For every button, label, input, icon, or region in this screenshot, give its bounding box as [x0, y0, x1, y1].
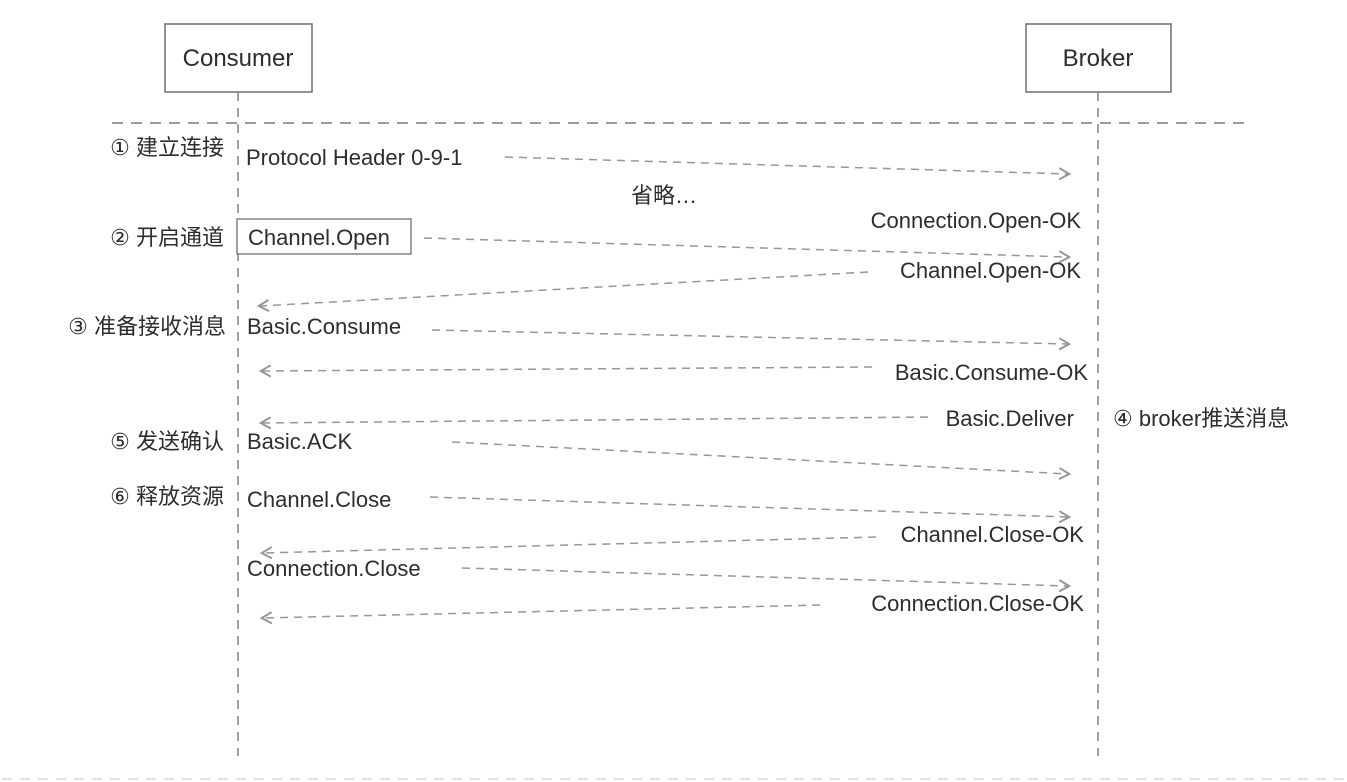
msg-channel-open-arrow [423, 237, 1072, 264]
msg-basic-ack-label: Basic.ACK [247, 429, 352, 454]
consumer-box [164, 23, 313, 93]
msg-channel-open-label: Channel.Open [248, 225, 390, 250]
msg-protocol-header-label: Protocol Header 0-9-1 [246, 145, 462, 170]
consumer-label: Consumer [183, 45, 294, 72]
msg-basic-consume-ok-label: Basic.Consume-OK [895, 360, 1089, 385]
msg-basic-deliver-arrow [258, 416, 929, 430]
msg-basic-consume-arrow [431, 329, 1072, 351]
step-2-label: ② 开启通道 [110, 225, 224, 250]
msg-channel-close-ok-arrow [259, 536, 877, 560]
msg-channel-open-ok-arrow [256, 271, 869, 313]
msg-channel-close-label: Channel.Close [247, 487, 391, 512]
msg-connection-close-label: Connection.Close [247, 556, 421, 581]
msg-protocol-header-arrow [504, 156, 1072, 181]
msg-basic-consume-ok-arrow [258, 364, 873, 378]
msg-basic-deliver-label: Basic.Deliver [946, 406, 1074, 431]
step-6-label: ⑥ 释放资源 [110, 484, 224, 509]
msg-connection-open-ok-label: Connection.Open-OK [871, 208, 1082, 233]
msg-connection-close-ok-label: Connection.Close-OK [871, 591, 1084, 616]
msg-connection-close-ok-arrow [259, 604, 821, 625]
msg-channel-open-ok-label: Channel.Open-OK [900, 258, 1081, 283]
msg-ellipsis-label: 省略… [631, 183, 697, 208]
step-3-label: ③ 准备接收消息 [68, 314, 226, 339]
step-4-label: ④ broker推送消息 [1113, 406, 1289, 431]
msg-channel-close-arrow [429, 496, 1072, 524]
broker-box [1025, 23, 1172, 93]
broker-label: Broker [1063, 45, 1134, 72]
msg-basic-consume-label: Basic.Consume [247, 314, 401, 339]
msg-connection-close-arrow [461, 567, 1072, 593]
step-1-label: ① 建立连接 [110, 135, 224, 160]
msg-basic-ack-arrow [451, 441, 1072, 481]
step-5-label: ⑤ 发送确认 [110, 429, 224, 454]
msg-channel-close-ok-label: Channel.Close-OK [901, 522, 1085, 547]
channel-open-box [236, 218, 412, 255]
